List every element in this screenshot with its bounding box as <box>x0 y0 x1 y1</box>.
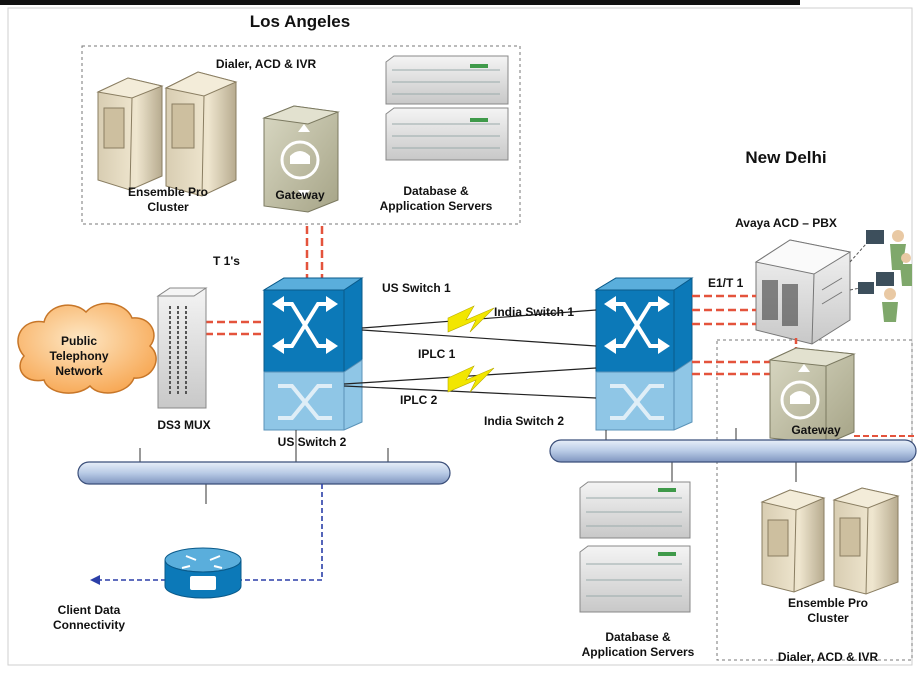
client-data-link <box>90 484 323 585</box>
la-cluster-icon <box>96 71 238 197</box>
t1-label: T 1's <box>213 254 240 268</box>
t1-links <box>205 226 324 336</box>
client-data-line-2: Connectivity <box>52 618 126 632</box>
us-switch-1-label: US Switch 1 <box>382 281 451 295</box>
ds3-mux-icon <box>156 287 208 409</box>
header-bar <box>0 0 800 5</box>
iplc-1-label: IPLC 1 <box>418 347 456 361</box>
nd-db-line-1: Database & <box>605 630 671 644</box>
delhi-region <box>716 339 913 661</box>
la-gateway-label: Gateway <box>275 188 325 202</box>
pstn-label: Public Telephony Network <box>49 334 108 379</box>
india-switch-2-icon <box>595 359 693 431</box>
la-cluster-line-2: Cluster <box>147 200 189 214</box>
india-switch-1-icon <box>594 277 694 373</box>
la-dialer-label: Dialer, ACD & IVR <box>215 57 317 71</box>
nd-cluster-icon <box>760 487 900 595</box>
la-gateway-icon <box>262 105 340 213</box>
nd-gateway-label: Gateway <box>791 423 841 437</box>
la-cluster-label: Ensemble Pro Cluster <box>128 185 208 215</box>
la-db-line-2: Application Servers <box>379 199 493 213</box>
e1t1-label: E1/T 1 <box>708 276 744 290</box>
nd-db-label: Database & Application Servers <box>582 630 695 660</box>
nd-dialer-label: Dialer, ACD & IVR <box>777 650 879 664</box>
la-cluster-line-1: Ensemble Pro <box>127 185 209 199</box>
nd-cluster-line-2: Cluster <box>807 611 849 625</box>
avaya-label: Avaya ACD – PBX <box>735 216 837 230</box>
frame <box>7 7 913 666</box>
nd-cluster-label: Ensemble Pro Cluster <box>788 596 868 626</box>
iplc-2-label: IPLC 2 <box>400 393 438 407</box>
e1t1-links <box>692 294 798 376</box>
iplc-2-link <box>343 365 597 399</box>
nd-db-line-2: Application Servers <box>581 645 695 659</box>
india-switch-1-label: India Switch 1 <box>494 305 575 319</box>
client-data-line-1: Client Data <box>57 603 121 617</box>
la-region <box>81 45 521 225</box>
us-switch-1-icon <box>262 277 364 373</box>
la-title: Los Angeles <box>249 12 351 31</box>
nd-gateway-icon <box>768 347 916 445</box>
pstn-line-1: Public <box>60 334 97 348</box>
avaya-pbx-icon <box>754 239 852 345</box>
la-db-servers-icon <box>385 55 509 161</box>
us-switch-2-icon <box>263 359 363 431</box>
pstn-cloud <box>17 302 157 394</box>
pstn-line-2: Telephony <box>49 349 109 363</box>
india-switch-2-label: India Switch 2 <box>484 414 565 428</box>
pstn-line-3: Network <box>55 364 103 378</box>
la-lan-bus <box>77 430 451 504</box>
us-switch-2-label: US Switch 2 <box>277 435 347 449</box>
ds3-mux-label: DS3 MUX <box>157 418 211 432</box>
router-icon <box>164 547 242 599</box>
client-data-label: Client Data Connectivity <box>53 603 125 633</box>
iplc-1-link <box>361 305 597 347</box>
delhi-title: New Delhi <box>745 148 827 167</box>
nd-cluster-line-1: Ensemble Pro <box>787 596 869 610</box>
agent-workstations-icon <box>849 230 912 322</box>
la-db-line-1: Database & <box>403 184 469 198</box>
delhi-lan-bus <box>549 428 917 482</box>
la-db-label: Database & Application Servers <box>380 184 493 214</box>
nd-db-servers-icon <box>579 481 691 613</box>
